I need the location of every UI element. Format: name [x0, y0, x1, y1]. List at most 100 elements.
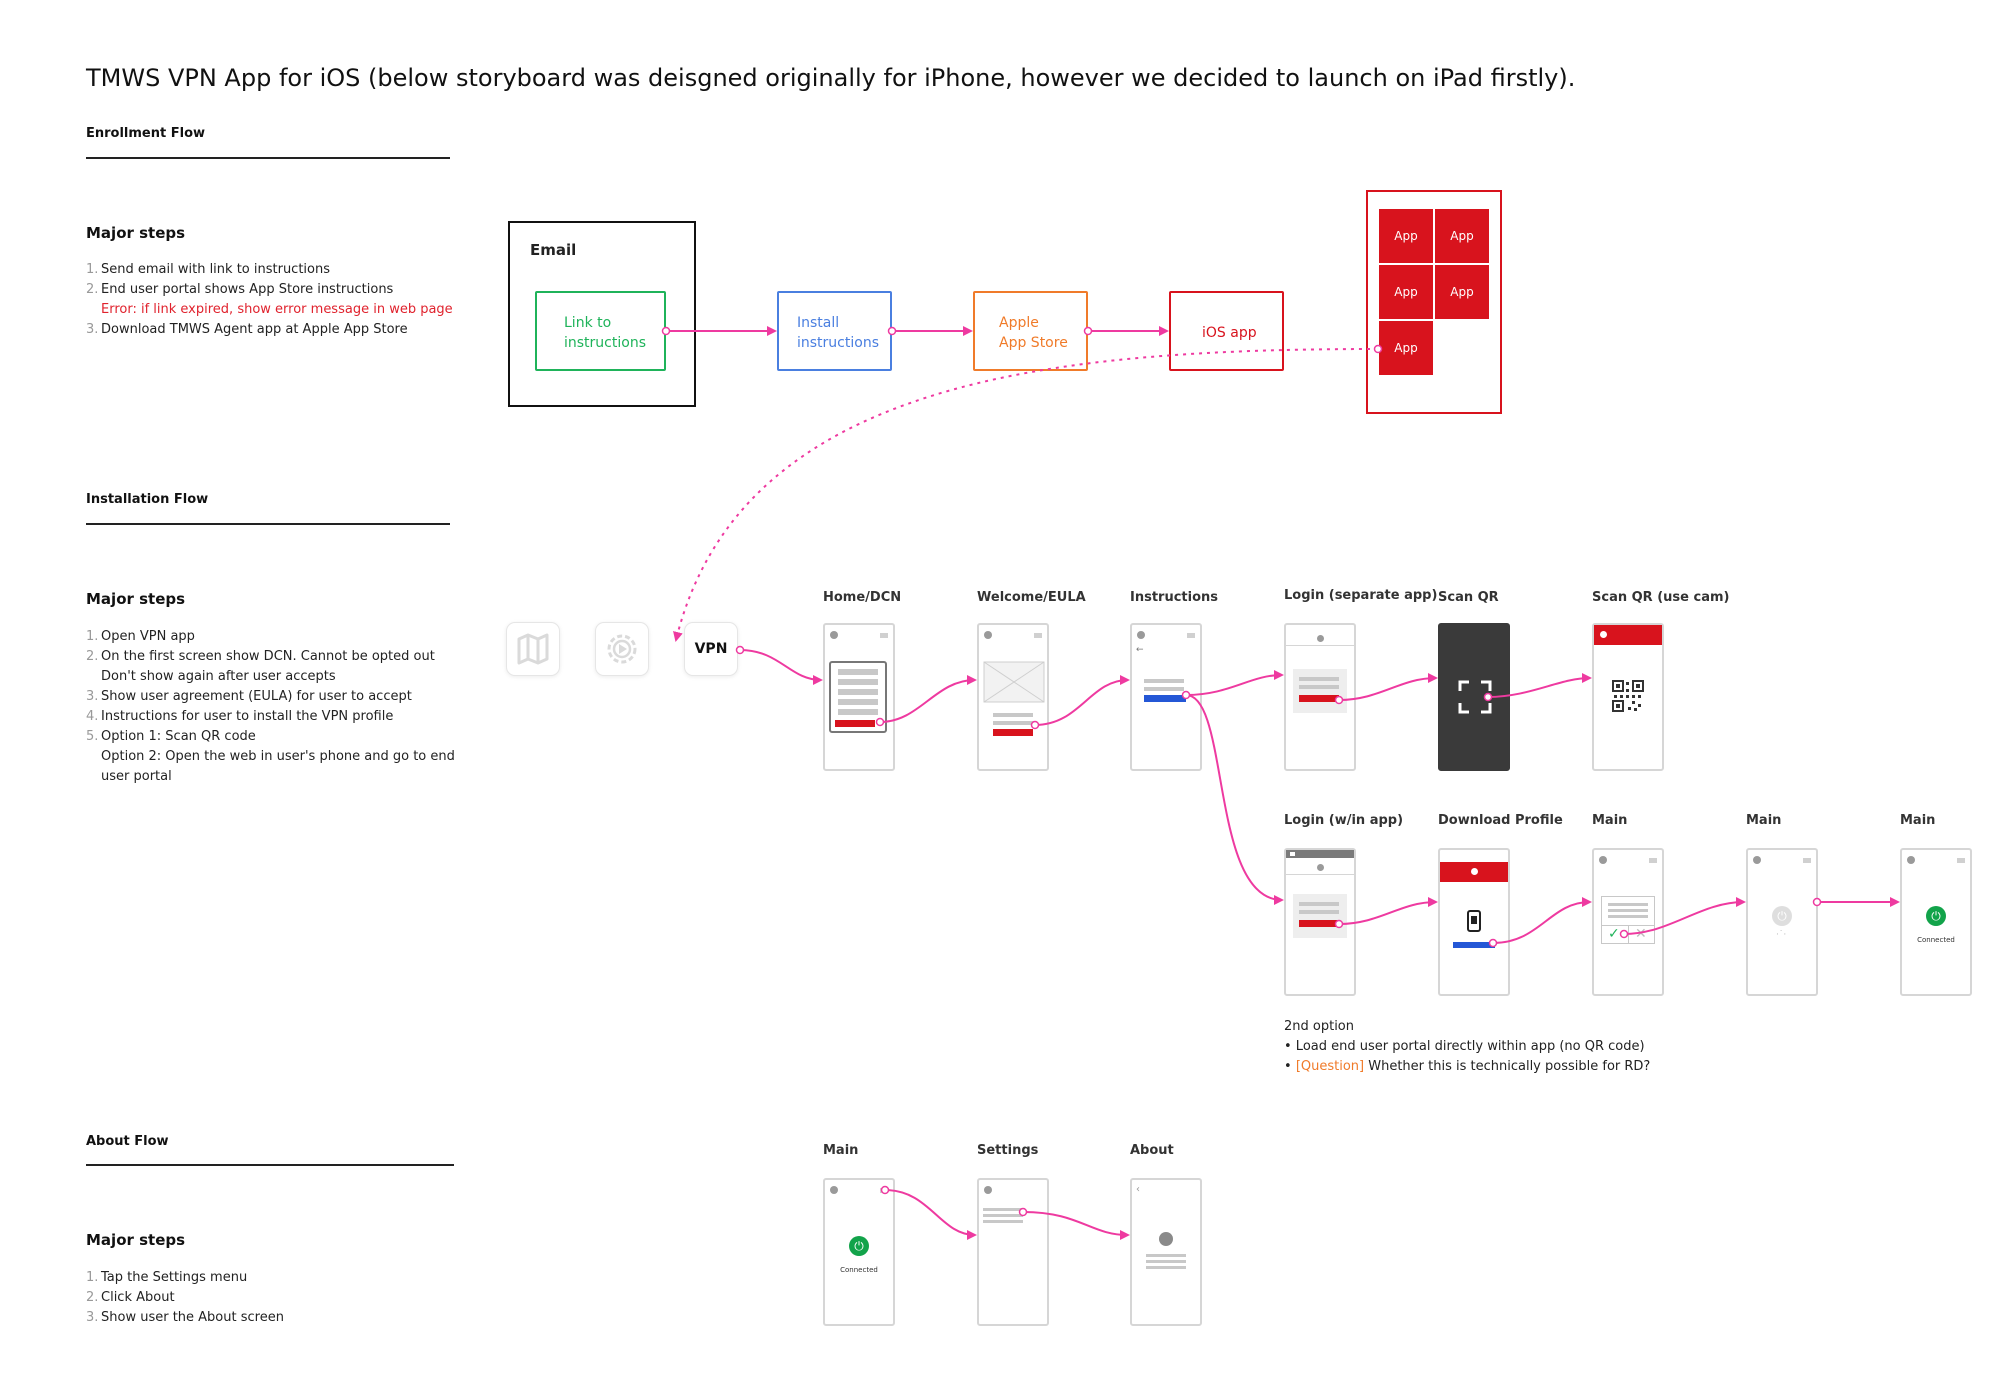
vpn-app-icon[interactable]: VPN [684, 622, 738, 676]
app-tile[interactable]: App [1379, 209, 1433, 263]
list-item: Don't show again after user accepts [101, 669, 336, 684]
installation-divider [86, 523, 450, 525]
installation-steps-list: 1.Open VPN app 2.On the first screen sho… [86, 627, 455, 787]
scan-frame-icon [1458, 680, 1492, 714]
instructions-screen: ← [1130, 623, 1202, 771]
dcn-dialog [829, 661, 887, 733]
login-form [1293, 894, 1347, 938]
welcome-eula-screen [977, 623, 1049, 771]
back-icon[interactable]: ‹ [1136, 1184, 1140, 1195]
email-container: Email [508, 221, 696, 407]
list-item: 1.Send email with link to instructions [86, 262, 331, 277]
check-icon[interactable]: ✓ [1608, 926, 1620, 942]
image-placeholder-icon [983, 661, 1045, 703]
connected-status: Connected [1917, 936, 1955, 944]
list-item: 3.Show user agreement (EULA) for user to… [86, 689, 412, 704]
screen-label-login-within-app: Login (w/in app) [1284, 813, 1404, 828]
main-setup-screen: ✓ ✕ [1592, 848, 1664, 996]
about-menu-item[interactable] [983, 1214, 1023, 1217]
qr-code-icon [1612, 680, 1644, 712]
logo-icon [1753, 856, 1761, 864]
scan-qr-cam-screen [1592, 623, 1664, 771]
screen-label-about: About [1130, 1143, 1174, 1158]
screen-label-download-profile: Download Profile [1438, 813, 1563, 828]
screen-label-login-separate-app: Login (separate app) [1284, 588, 1438, 603]
menu-icon [880, 633, 888, 638]
about-steps-list: 1.Tap the Settings menu 2.Click About 3.… [86, 1268, 284, 1328]
list-item: 2.Click About [86, 1290, 175, 1305]
screen-label-home-dcn: Home/DCN [823, 590, 902, 605]
ipad-home-screen: App App App App App [1366, 190, 1502, 414]
screen-label-settings: Settings [977, 1143, 1039, 1158]
logo-icon [1471, 868, 1478, 875]
accept-button[interactable] [993, 729, 1033, 736]
screen-label-main: Main [1900, 813, 1936, 828]
login-separate-app-screen [1284, 623, 1356, 771]
menu-icon [1649, 858, 1657, 863]
screen-label-main: Main [1592, 813, 1628, 828]
download-profile-button[interactable] [1453, 942, 1495, 948]
app-tile[interactable]: App [1435, 209, 1489, 263]
app-tile[interactable]: App [1379, 265, 1433, 319]
screen-label-scan-qr-cam: Scan QR (use cam) [1592, 590, 1730, 605]
list-item: 1.Open VPN app [86, 629, 195, 644]
list-item: 2.On the first screen show DCN. Cannot b… [86, 649, 435, 664]
enrollment-divider [86, 157, 450, 159]
screen-label-instructions: Instructions [1130, 590, 1219, 605]
logo-icon [1599, 856, 1607, 864]
about-screen: ‹ [1130, 1178, 1202, 1326]
list-item: 3.Download TMWS Agent app at Apple App S… [86, 322, 408, 337]
list-item: user portal [101, 769, 172, 784]
page-title: TMWS VPN App for iOS (below storyboard w… [86, 64, 1576, 92]
download-profile-screen [1438, 848, 1510, 996]
list-item: Error: if link expired, show error messa… [101, 302, 453, 317]
installation-flow-title: Installation Flow [86, 492, 209, 507]
main-connecting-screen: ⏻ ·˙· [1746, 848, 1818, 996]
about-main-screen: ⏻ Connected [823, 1178, 895, 1326]
screen-label-welcome-eula: Welcome/EULA [977, 590, 1086, 605]
main-connected-screen: ⏻ Connected [1900, 848, 1972, 996]
accept-button[interactable] [835, 720, 875, 727]
list-item: 4.Instructions for user to install the V… [86, 709, 394, 724]
settings-menu-icon[interactable] [880, 1188, 888, 1193]
cross-icon[interactable]: ✕ [1635, 926, 1647, 942]
home-dcn-screen [823, 623, 895, 771]
power-icon[interactable]: ⏻ [1926, 906, 1946, 926]
back-arrow-icon[interactable]: ← [1136, 645, 1144, 655]
enrollment-steps-title: Major steps [86, 224, 186, 242]
login-button[interactable] [1299, 695, 1339, 702]
power-icon[interactable]: ⏻ [1772, 906, 1792, 926]
app-tile[interactable]: App [1379, 321, 1433, 375]
install-profile-button[interactable] [1144, 695, 1186, 702]
screen-label-scan-qr: Scan QR [1438, 590, 1499, 605]
connector-line [739, 649, 823, 685]
about-divider [86, 1164, 454, 1166]
second-option-note: 2nd option • Load end user portal direct… [1284, 1019, 1651, 1074]
phone-apple-icon [1467, 910, 1481, 932]
login-form [1293, 669, 1347, 713]
menu-icon [1803, 858, 1811, 863]
power-icon[interactable]: ⏻ [849, 1236, 869, 1256]
list-item: Option 2: Open the web in user's phone a… [101, 749, 455, 764]
settings-play-icon[interactable] [595, 622, 649, 676]
menu-icon [1034, 633, 1042, 638]
menu-icon [1957, 858, 1965, 863]
connector-line [884, 1189, 977, 1240]
logo-icon [1907, 856, 1915, 864]
enrollment-steps-list: 1.Send email with link to instructions 2… [86, 260, 453, 340]
header-bar [1594, 625, 1662, 645]
logo-icon [984, 1186, 992, 1194]
installation-steps-title: Major steps [86, 590, 186, 608]
list-item: 2.End user portal shows App Store instru… [86, 282, 394, 297]
map-icon[interactable] [506, 622, 560, 676]
email-label: Email [530, 241, 577, 259]
logo-icon [984, 631, 992, 639]
menu-icon [1187, 633, 1195, 638]
loading-icon: ·˙· [1776, 930, 1787, 940]
login-button[interactable] [1299, 920, 1339, 927]
login-within-app-screen [1284, 848, 1356, 996]
app-tile[interactable]: App [1435, 265, 1489, 319]
